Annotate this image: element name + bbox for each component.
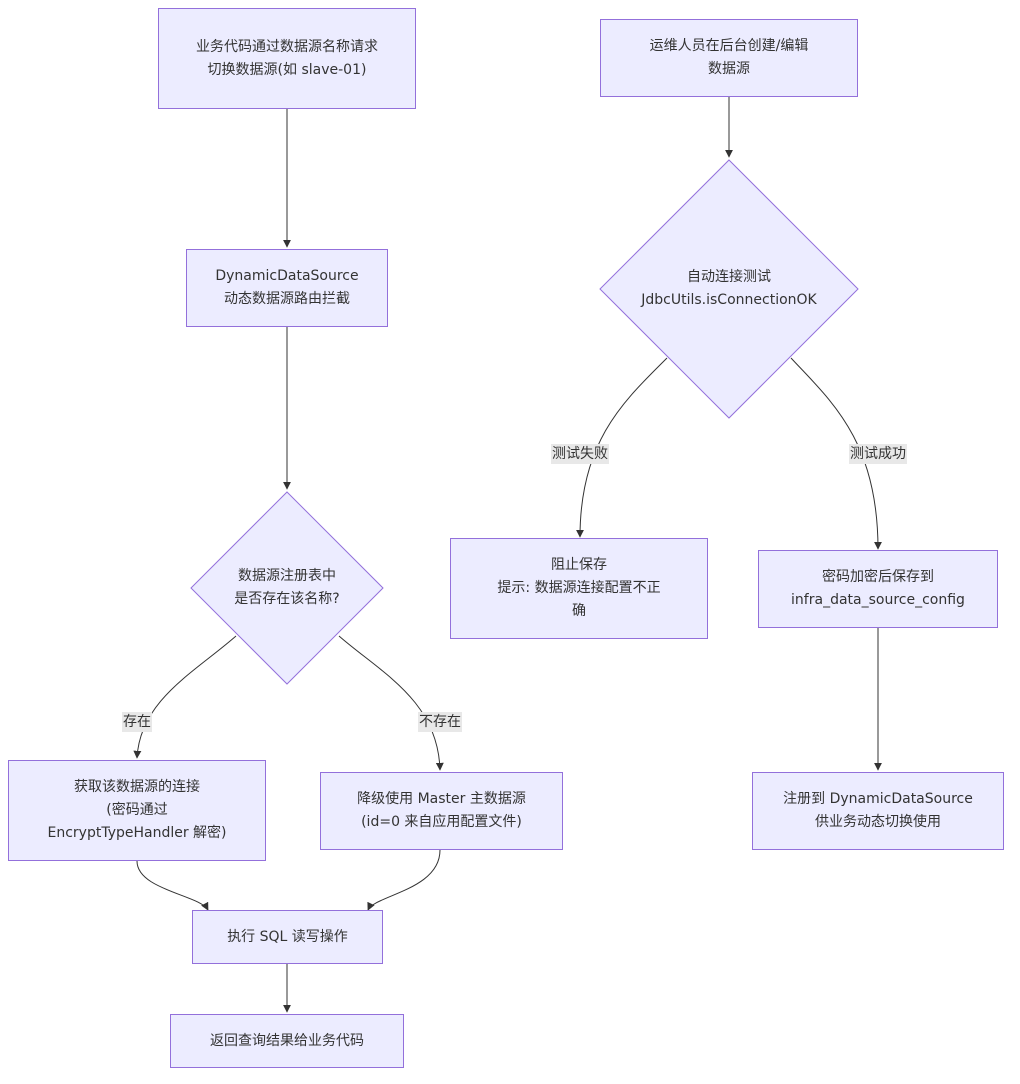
- node-register: 注册到 DynamicDataSource 供业务动态切换使用: [752, 772, 1004, 850]
- node-get-connection-line2: (密码通过: [106, 802, 168, 818]
- node-execute-sql: 执行 SQL 读写操作: [192, 910, 383, 964]
- edge-test-success: [790, 357, 882, 550]
- node-fallback-master-line2: (id=0 来自应用配置文件): [361, 814, 522, 830]
- node-get-connection-line1: 获取该数据源的连接: [74, 779, 200, 795]
- node-encrypt-save-line2: infra_data_source_config: [791, 592, 965, 608]
- node-request-switch-text: 业务代码通过数据源名称请求切换数据源(如 slave-01): [196, 38, 378, 78]
- connection-test-diamond: [599, 159, 859, 419]
- node-block-save-line3: 确: [572, 603, 586, 619]
- node-fallback-master-line1: 降级使用 Master 主数据源: [357, 791, 526, 807]
- node-return-result-text: 返回查询结果给业务代码: [210, 1032, 364, 1049]
- edge-label-test-fail: 测试失败: [551, 444, 609, 464]
- edge-fallback-to-sql: [367, 849, 441, 911]
- edge-label-test-success: 测试成功: [849, 444, 907, 464]
- edge-registry-exists: [133, 635, 237, 759]
- node-encrypt-save-line1: 密码加密后保存到: [822, 569, 934, 585]
- connection-test-line1: 自动连接测试: [687, 269, 771, 285]
- node-encrypt-save: 密码加密后保存到 infra_data_source_config: [758, 550, 998, 628]
- connection-test-line2: JdbcUtils.isConnectionOK: [641, 292, 817, 308]
- node-execute-sql-text: 执行 SQL 读写操作: [227, 928, 348, 945]
- node-ops-create: 运维人员在后台创建/编辑 数据源: [600, 19, 858, 97]
- connection-test-label: 自动连接测试 JdbcUtils.isConnectionOK: [641, 266, 816, 312]
- node-block-save: 阻止保存 提示: 数据源连接配置不正 确: [450, 538, 708, 639]
- node-block-save-line1: 阻止保存: [551, 557, 607, 573]
- node-register-line1: 注册到 DynamicDataSource: [783, 791, 973, 807]
- node-dynamic-route-line2: 动态数据源路由拦截: [224, 291, 350, 307]
- edge-label-exists: 存在: [122, 712, 152, 732]
- node-dynamic-route: DynamicDataSource 动态数据源路由拦截: [186, 249, 388, 327]
- edge-connection-to-sql: [136, 860, 209, 911]
- registry-check-line1: 数据源注册表中: [238, 568, 336, 584]
- node-register-line2: 供业务动态切换使用: [815, 814, 941, 830]
- node-fallback-master: 降级使用 Master 主数据源 (id=0 来自应用配置文件): [320, 772, 563, 850]
- registry-check-label: 数据源注册表中 是否存在该名称?: [234, 565, 339, 611]
- node-ops-create-line1: 运维人员在后台创建/编辑: [649, 38, 809, 54]
- node-request-switch: 业务代码通过数据源名称请求切换数据源(如 slave-01): [158, 8, 416, 109]
- node-get-connection: 获取该数据源的连接 (密码通过 EncryptTypeHandler 解密): [8, 760, 266, 861]
- edge-test-fail: [576, 357, 668, 538]
- edge-label-not-exists: 不存在: [418, 712, 462, 732]
- node-return-result: 返回查询结果给业务代码: [170, 1014, 404, 1068]
- node-get-connection-line3: EncryptTypeHandler 解密): [47, 825, 227, 841]
- node-ops-create-line2: 数据源: [708, 61, 750, 77]
- node-block-save-line2: 提示: 数据源连接配置不正: [497, 580, 661, 596]
- registry-check-diamond: [190, 491, 384, 685]
- node-dynamic-route-line1: DynamicDataSource: [215, 268, 359, 284]
- registry-check-line2: 是否存在该名称?: [234, 591, 340, 607]
- edge-registry-not-exists: [338, 635, 444, 771]
